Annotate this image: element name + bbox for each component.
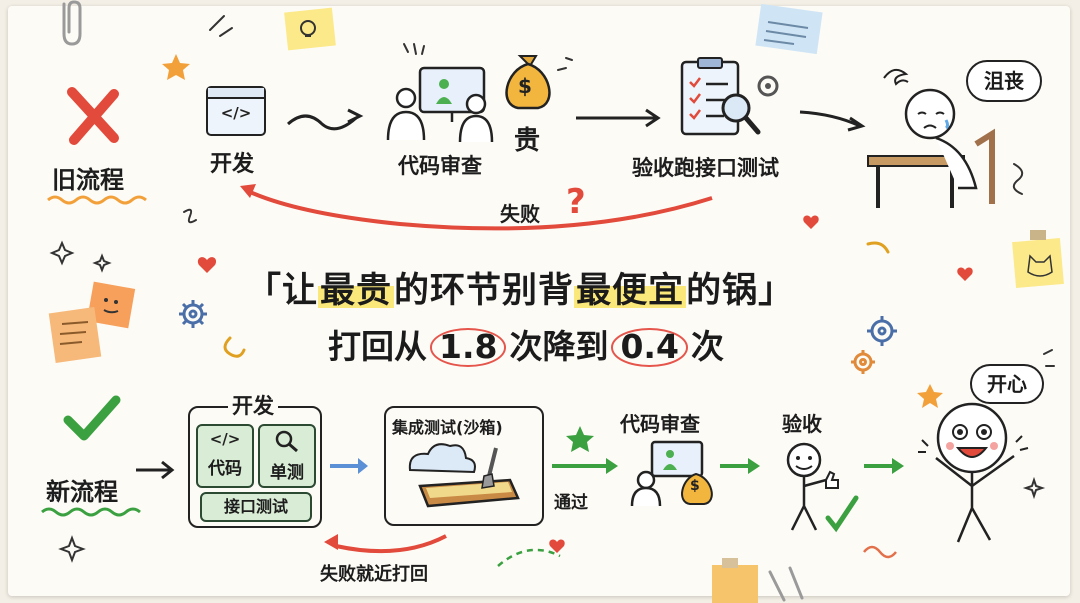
swirl-doodle — [223, 241, 890, 358]
paperclip-icon — [768, 566, 804, 602]
cloud-sandbox-icon — [408, 443, 520, 508]
squiggle-doodle — [183, 15, 1055, 367]
rework-count-before: 1.8 — [430, 328, 507, 367]
magnifier-icon — [275, 430, 298, 453]
headline-line2-mid: 次降到 — [509, 327, 609, 366]
sticky-note-icon — [755, 3, 823, 55]
old-dev-label: 开发 — [210, 152, 255, 177]
dashed-arrow-doodle — [497, 548, 561, 567]
unit-test-tile: 单测 — [258, 424, 316, 488]
headline-part: 的锅 — [686, 271, 759, 311]
star-icon — [917, 384, 943, 408]
check-mark-icon — [63, 395, 121, 441]
code-review-person-icon — [630, 440, 713, 507]
old-flow-arrows — [240, 108, 866, 231]
squiggle-doodle — [863, 545, 897, 559]
headline-line1: 「让最贵的环节别背最便宜的锅」 — [246, 262, 794, 313]
headline-open-quote: 「 — [246, 271, 283, 311]
headline-line2-suffix: 次 — [690, 327, 724, 366]
code-tile: </> 代码 — [196, 424, 254, 488]
headline-highlight-cheapest: 最便宜 — [574, 271, 687, 311]
old-fail-label: 失败 — [500, 202, 540, 226]
pass-label: 通过 — [554, 493, 588, 513]
code-icon: </> — [209, 430, 241, 448]
new-accept-label: 验收 — [782, 412, 822, 436]
money-bag-icon — [505, 55, 551, 110]
new-review-label: 代码审查 — [620, 412, 700, 436]
sandbox-label: 集成测试(沙箱) — [392, 418, 503, 437]
star-icon — [162, 54, 190, 80]
new-money-bag-dollar: $ — [690, 478, 700, 494]
headline-line2-prefix: 打回从 — [328, 327, 427, 366]
headline-part: 让 — [282, 271, 319, 311]
lightbulb-sticky-icon — [284, 7, 336, 51]
happy-person-icon — [918, 402, 1029, 543]
frustrated-speech-bubble: 沮丧 — [966, 60, 1042, 102]
code-tile-label: 代码 — [208, 459, 242, 479]
old-flow-label: 旧流程 — [52, 166, 124, 194]
headline-highlight-expensive: 最贵 — [318, 271, 395, 311]
new-flow-underline — [41, 507, 141, 517]
heart-icon — [197, 215, 973, 553]
headline-close-quote: 」 — [758, 271, 795, 311]
new-flow-label: 新流程 — [46, 478, 118, 506]
cat-sticky-note-icon — [1012, 230, 1064, 289]
question-mark-icon: ? — [566, 182, 586, 222]
money-bag-dollar: $ — [518, 74, 532, 98]
sparkle-icon — [49, 240, 1046, 563]
happy-speech-bubble: 开心 — [970, 364, 1044, 404]
old-review-label: 代码审查 — [398, 154, 482, 178]
review-cost-tag: 贵 — [514, 126, 541, 156]
headline-part: 的环节别背 — [394, 271, 575, 311]
fail-back-label: 失败就近打回 — [320, 564, 428, 585]
paperclip-icon — [62, 0, 82, 46]
old-flow-underline — [47, 195, 147, 205]
api-test-tile: 接口测试 — [200, 492, 312, 522]
face-sticky-note-icon — [48, 281, 136, 363]
gear-icon — [179, 300, 207, 328]
gear-icon — [867, 316, 897, 346]
checklist-magnifier-icon — [680, 57, 779, 136]
gear-icon — [851, 350, 875, 374]
sticky-note-icon — [712, 558, 758, 603]
code-window-icon: </> — [206, 86, 266, 136]
sad-person-at-desk-icon — [867, 68, 995, 208]
x-mark-icon — [67, 87, 119, 145]
code-review-people-icon — [386, 66, 494, 143]
rework-count-after: 0.4 — [611, 328, 688, 367]
old-accept-label: 验收跑接口测试 — [632, 156, 779, 180]
unit-test-tile-label: 单测 — [270, 463, 304, 483]
thumbs-up-person-icon — [786, 442, 859, 533]
dev-box-title: 开发 — [228, 390, 278, 420]
